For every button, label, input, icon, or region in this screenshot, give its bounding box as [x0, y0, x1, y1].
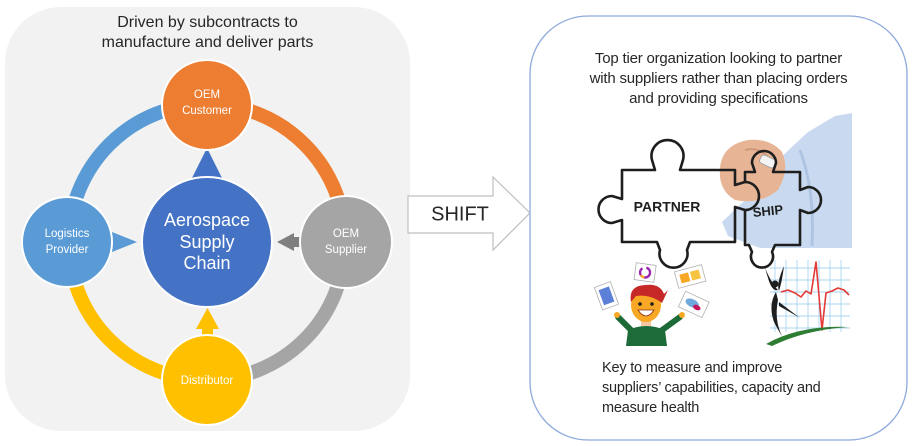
node-distributor: Distributor: [161, 334, 253, 426]
cartoon-analyst-image: [593, 262, 710, 346]
smile: [637, 309, 655, 317]
node-oem-supplier: OEM Supplier: [299, 195, 393, 289]
report-card-list: [593, 281, 620, 311]
left-panel-title: Driven by subcontracts to manufacture an…: [5, 13, 410, 53]
arrow-logistics-to-hub: [112, 232, 137, 252]
arrow-hub-to-customer: [192, 148, 222, 178]
health-heartbeat-image: [765, 260, 850, 346]
shirt-sleeve: [722, 113, 852, 248]
report-card-donut: [633, 262, 657, 283]
shift-label: SHIFT: [431, 203, 489, 225]
puzzle-piece-right: [743, 149, 823, 269]
neck: [641, 320, 651, 326]
right-title-line-3: and providing specifications: [629, 90, 808, 107]
hub-label-line-3: Chain: [183, 253, 230, 273]
shirt-fold: [798, 149, 814, 247]
node-label-line-1: Logistics: [45, 228, 90, 240]
left-title-line-1: Driven by subcontracts to: [117, 14, 298, 31]
arrow-distributor-to-hub: [196, 308, 219, 337]
puzzle-word-partner: PARTNER: [634, 199, 701, 215]
node-label-line-1: Distributor: [181, 375, 234, 387]
hand-left: [614, 312, 620, 318]
right-panel-footer: Key to measure and improve suppliers’ ca…: [602, 358, 902, 418]
right-title-line-1: Top tier organization looking to partner: [594, 50, 843, 67]
right-panel-border: [529, 15, 908, 441]
node-label-line-2: Supplier: [325, 244, 367, 256]
hand-right: [679, 312, 685, 318]
eye-left: [638, 302, 642, 306]
node-logistics-provider: Logistics Provider: [21, 196, 113, 288]
dancing-figure: [765, 266, 800, 336]
right-panel-title: Top tier organization looking to partner…: [530, 49, 907, 109]
right-footer-line-3: measure health: [602, 400, 700, 416]
shift-arrow: SHIFT: [407, 175, 531, 252]
node-label-line-1: OEM: [333, 228, 359, 240]
torso: [626, 326, 667, 346]
report-card-bars: [673, 264, 707, 289]
hub-label-line-1: Aerospace: [164, 210, 250, 230]
ecg-line: [780, 261, 850, 331]
hair: [630, 284, 668, 303]
green-swoosh: [766, 326, 848, 346]
partnership-puzzle-image: PARTNER SHIP: [597, 113, 852, 269]
node-label-line-1: OEM: [194, 89, 220, 101]
right-title-line-2: with suppliers rather than placing order…: [589, 70, 848, 87]
eye-right: [650, 302, 654, 306]
report-card-pie: [677, 290, 710, 319]
right-footer-line-2: suppliers’ capabilities, capacity and: [602, 380, 821, 396]
puzzle-piece-left: [597, 138, 761, 269]
hub-label-line-2: Supply: [179, 232, 234, 252]
node-label-line-2: Provider: [46, 244, 89, 256]
node-label-line-2: Customer: [182, 105, 232, 117]
left-title-line-2: manufacture and deliver parts: [101, 34, 314, 51]
node-oem-customer: OEM Customer: [161, 59, 253, 151]
right-footer-line-1: Key to measure and improve: [602, 360, 783, 376]
puzzle-word-ship: SHIP: [752, 202, 784, 220]
hub-aerospace-supply-chain: Aerospace Supply Chain: [141, 176, 273, 308]
